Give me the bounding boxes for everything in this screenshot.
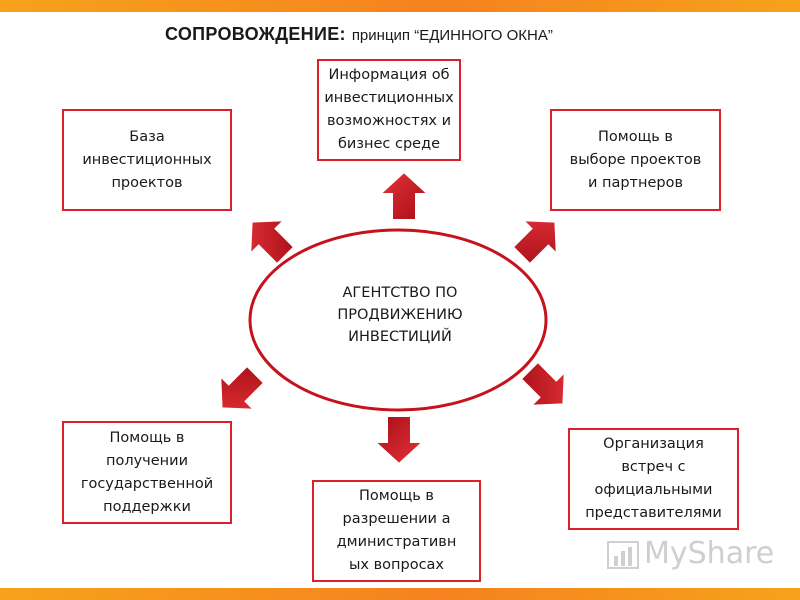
top-accent-bar — [0, 0, 800, 12]
arrow-to-top-right — [511, 219, 558, 266]
bottom-accent-bar — [0, 588, 800, 600]
watermark-logo: MyShare — [644, 536, 775, 571]
slide-title: СОПРОВОЖДЕНИЕ: принцип “ЕДИННОГО ОКНА” — [165, 24, 553, 45]
arrow-to-top — [377, 170, 431, 221]
box-administrative-issues: Помощь в разрешении а дминистративн ых в… — [312, 480, 481, 582]
arrow-to-bottom-left — [219, 364, 266, 411]
box-state-support: Помощь в получении государственной подде… — [62, 421, 232, 524]
arrow-to-bottom — [372, 415, 426, 466]
title-subtitle: принцип “ЕДИННОГО ОКНА” — [351, 27, 553, 44]
box-project-partner-selection: Помощь в выборе проектов и партнеров — [550, 109, 721, 211]
arrow-to-top-left — [249, 219, 296, 266]
arrow-to-bottom-right — [519, 360, 566, 407]
box-investment-info: Информация об инвестиционных возможностя… — [317, 59, 461, 161]
box-official-meetings: Организация встреч с официальными предст… — [568, 428, 739, 530]
center-ellipse — [248, 228, 548, 412]
box-project-database: База инвестиционных проектов — [62, 109, 232, 211]
center-label: АГЕНТСТВО ПО ПРОДВИЖЕНИЮ ИНВЕСТИЦИЙ — [337, 285, 463, 345]
title-main: СОПРОВОЖДЕНИЕ: — [165, 24, 346, 44]
watermark-chart-icon — [607, 541, 639, 569]
